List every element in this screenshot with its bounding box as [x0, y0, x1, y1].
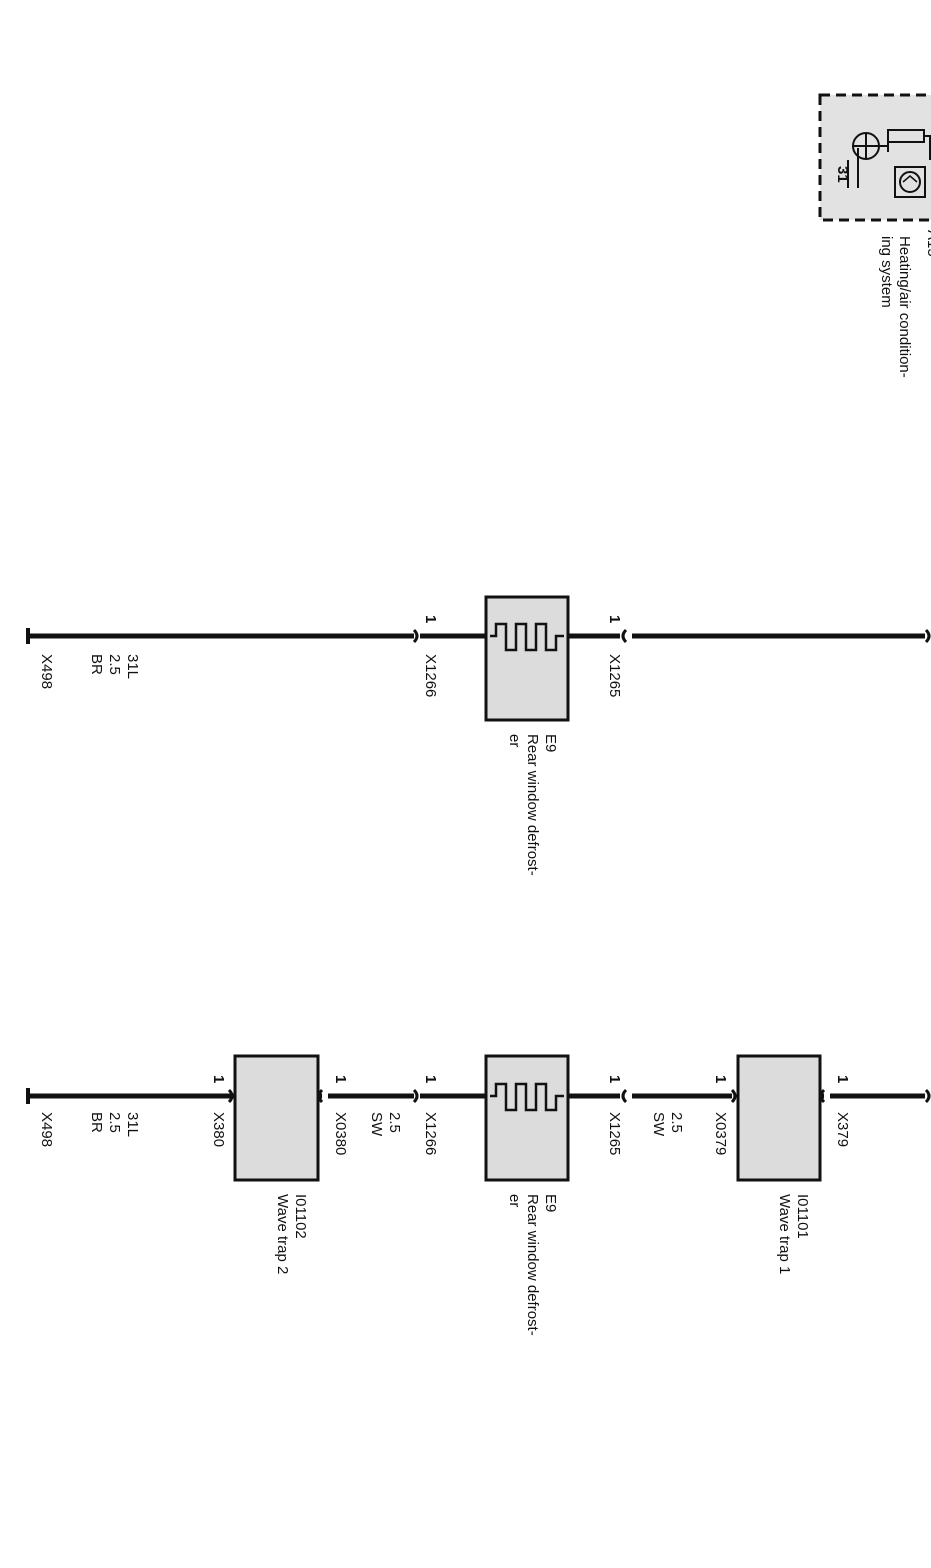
connector-label: X380: [210, 1112, 227, 1147]
pin-label: 1: [422, 615, 439, 623]
ground-connector-label: X498: [38, 1112, 55, 1147]
connector-symbol: [621, 628, 628, 644]
connector-label: X379: [834, 1112, 851, 1147]
pin-label: 1: [606, 615, 623, 623]
connector-symbol: [621, 1088, 628, 1104]
heating-element-icon: [490, 1082, 564, 1112]
module-name-line1: Heating/air condition-: [896, 236, 913, 378]
component-name-line1: Rear window defrost-: [524, 734, 541, 876]
component-id: E9: [542, 1194, 559, 1212]
ground-connector-label: X498: [38, 654, 55, 689]
wave-trap-1-id: I01101: [794, 1194, 811, 1239]
wire-label-line2: SW: [650, 1112, 667, 1137]
connector-label: X1266: [422, 654, 439, 697]
pin-label: 1: [606, 1075, 623, 1083]
connector-symbol: [227, 1088, 234, 1104]
wire-label-line3: BR: [88, 654, 105, 675]
pin-label: 1: [332, 1075, 349, 1083]
connector-symbol: [730, 1088, 737, 1104]
wire-label-line2: 2.5: [106, 1112, 123, 1133]
component-name-line2: er: [506, 1194, 523, 1207]
wire-label-line3: BR: [88, 1112, 105, 1133]
connector-symbol: [412, 1088, 419, 1104]
component-id: E9: [542, 734, 559, 752]
wire-label-line2: SW: [368, 1112, 385, 1137]
wire-label-line1: 2.5: [386, 1112, 403, 1133]
circuit-a: X498 31L 2.5 BR 1 X1266 E9 Rear window d…: [26, 595, 931, 876]
heating-element-icon: [490, 622, 564, 652]
connector-label: X1266: [422, 1112, 439, 1155]
wave-trap-1-box: [736, 1054, 822, 1182]
wave-trap-1-name: Wave trap 1: [776, 1194, 793, 1274]
wire-label-line1: 2.5: [668, 1112, 685, 1133]
defroster-box: [484, 1054, 570, 1182]
wire-label-line2: 2.5: [106, 654, 123, 675]
component-name-line1: Rear window defrost-: [524, 1194, 541, 1336]
module-heating-ac-box: [818, 93, 931, 222]
circuit-b: X498 31L 2.5 BR 1 X380 I01102 Wave trap …: [26, 1054, 931, 1336]
connector-symbol: [924, 628, 931, 644]
connector-label: X1265: [606, 1112, 623, 1155]
defroster-box: [484, 595, 570, 722]
connector-label: X0380: [332, 1112, 349, 1155]
connector-symbol: [412, 628, 419, 644]
control-unit-icon: [894, 166, 926, 198]
module-name-line2: ing system: [878, 236, 895, 308]
connector-label: X1265: [606, 654, 623, 697]
pin-label: 1: [422, 1075, 439, 1083]
wave-trap-2-id: I01102: [292, 1194, 309, 1239]
module-id: A15: [924, 230, 931, 257]
module-heating-ac: 31 A15 Heating/air condition- ing system: [818, 93, 931, 378]
wave-trap-2-box: [233, 1054, 320, 1182]
pin-label: 1: [210, 1075, 227, 1083]
resistor-symbol: [887, 129, 931, 160]
wire-label-line1: 31L: [124, 1112, 141, 1137]
wire-label-line1: 31L: [124, 654, 141, 679]
connector-label: X0379: [712, 1112, 729, 1155]
module-pin-label: 31: [834, 166, 851, 183]
connector-symbol: [924, 1088, 931, 1104]
pin-label: 1: [712, 1075, 729, 1083]
component-name-line2: er: [506, 734, 523, 747]
wave-trap-2-name: Wave trap 2: [274, 1194, 291, 1274]
pin-label: 1: [834, 1075, 851, 1083]
